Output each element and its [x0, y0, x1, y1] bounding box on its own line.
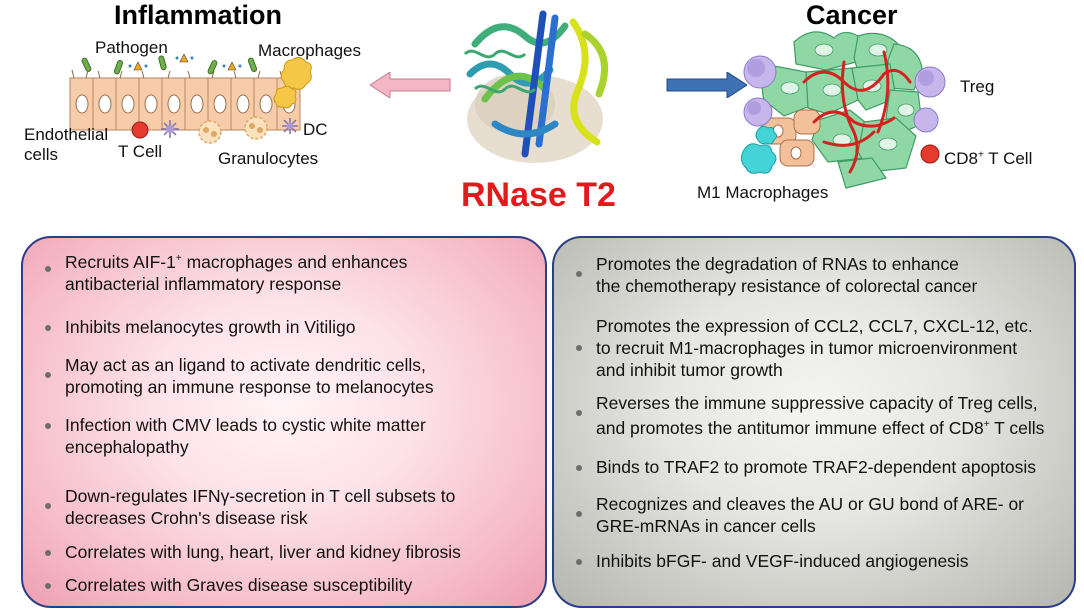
- granulocytes-label: Granulocytes: [218, 149, 319, 168]
- right-arrow-icon: [666, 72, 747, 98]
- inflammation-item: Down-regulates IFNγ-secretion in T cell …: [43, 485, 455, 529]
- pathogen-icons: [81, 55, 258, 75]
- cancer-item: Binds to TRAF2 to promote TRAF2-dependen…: [574, 456, 1036, 478]
- cancer-illustration: [740, 31, 946, 189]
- granulocyte-icons: [198, 116, 268, 144]
- cancer-panel: Promotes the degradation of RNAs to enha…: [552, 236, 1076, 608]
- cancer-item: Reverses the immune suppressive capacity…: [574, 392, 1044, 439]
- inflammation-panel: Recruits AIF-1+ macrophages and enhances…: [21, 236, 547, 608]
- treg-cell-icons: [743, 55, 946, 133]
- m1-macrophages-label: M1 Macrophages: [697, 183, 829, 202]
- macrophages-label: Macrophages: [258, 41, 362, 60]
- endothelial-label-line1: Endothelial: [24, 125, 109, 144]
- blood-vessels: [802, 50, 912, 174]
- rnase-t2-structure-image: [463, 10, 609, 163]
- cd8-t-cell-label: CD8+ T Cell: [944, 149, 1033, 168]
- cancer-item: Promotes the expression of CCL2, CCL7, C…: [574, 315, 1033, 381]
- inflammation-illustration: [69, 53, 312, 144]
- macrophage-icon: [280, 56, 312, 90]
- left-arrow-icon: [370, 72, 451, 98]
- rnase-t2-title: RNase T2: [461, 176, 616, 214]
- dendritic-cell-icon: [161, 118, 298, 138]
- endothelial-label-line2: cells: [24, 145, 59, 164]
- treg-label: Treg: [960, 77, 995, 96]
- inflammation-item: Correlates with Graves disease susceptib…: [43, 574, 412, 596]
- inflammation-item: May act as an ligand to activate dendrit…: [43, 354, 434, 398]
- cd8-t-cell-icon: [920, 144, 940, 164]
- endothelial-cells-row: [69, 69, 301, 131]
- t-cell-label: T Cell: [118, 142, 163, 161]
- pathogen-particles: [128, 53, 242, 71]
- cancer-item: Inhibits bFGF- and VEGF-induced angiogen…: [574, 550, 969, 572]
- inflammation-item: Inhibits melanocytes growth in Vitiligo: [43, 316, 356, 338]
- cancer-item: Promotes the degradation of RNAs to enha…: [574, 253, 977, 297]
- inflammation-heading: Inflammation: [114, 0, 283, 30]
- cancer-heading: Cancer: [806, 0, 898, 30]
- inflammation-item: Infection with CMV leads to cystic white…: [43, 414, 426, 458]
- t-cell-icon: [131, 121, 149, 139]
- cancer-item: Recognizes and cleaves the AU or GU bond…: [574, 493, 1024, 537]
- pathogen-label: Pathogen: [95, 38, 168, 57]
- inflammation-item: Correlates with lung, heart, liver and k…: [43, 541, 461, 563]
- inflammation-item: Recruits AIF-1+ macrophages and enhances…: [43, 248, 407, 295]
- dc-label: DC: [303, 120, 328, 139]
- m1-macrophage-icons: [740, 125, 777, 174]
- stroma-cells: [761, 109, 821, 167]
